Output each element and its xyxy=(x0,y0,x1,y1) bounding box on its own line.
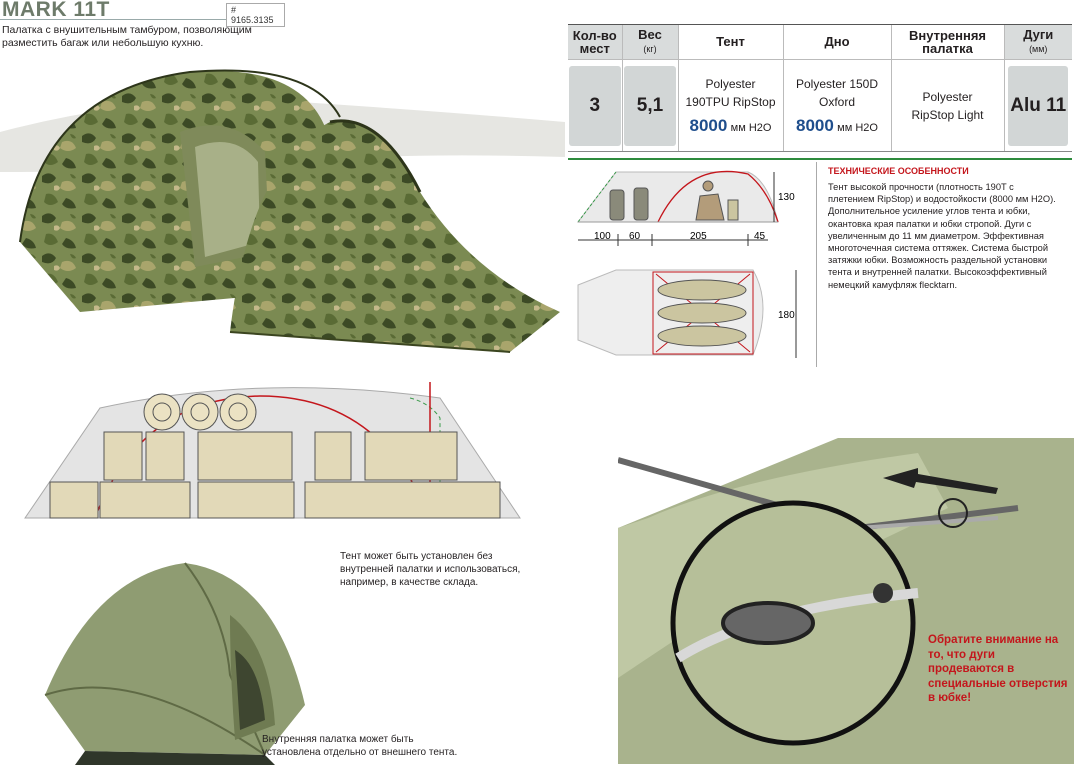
crates xyxy=(49,431,501,519)
cell-fly: Polyester 190TPU RipStop 8000 мм H2O xyxy=(678,59,784,152)
product-title: MARK 11T xyxy=(2,0,110,21)
storage-illustration xyxy=(24,382,521,519)
spec-table: Кол-во мест Вес(кг) Тент Дно Внутренняя … xyxy=(568,25,1072,152)
dim-inner: 205 xyxy=(690,231,707,242)
col-floor: Дно xyxy=(783,25,892,60)
dim-width: 180 xyxy=(778,310,795,321)
cell-poles: Alu 11 xyxy=(1004,59,1072,152)
dim-height: 130 xyxy=(778,192,795,203)
sleeping-bag-3 xyxy=(657,325,747,347)
warning-note: Обратите внимание на то, что дуги продев… xyxy=(928,634,1068,704)
inner-tent-image xyxy=(44,562,305,765)
col-weight: Вес(кг) xyxy=(622,25,679,60)
dim-gear: 60 xyxy=(629,231,641,242)
pole-detail-image xyxy=(618,438,1074,764)
dim-vestibule: 100 xyxy=(594,231,611,242)
cell-floor: Polyester 150D Oxford 8000 мм H2O xyxy=(783,59,892,152)
col-fly: Тент xyxy=(678,25,784,60)
person-icon xyxy=(702,180,714,192)
product-subtitle: Палатка с внушительным тамбуром, позволя… xyxy=(2,24,252,49)
col-poles: Дуги(мм) xyxy=(1004,25,1072,60)
sleeping-bag-1 xyxy=(657,279,747,301)
col-inner: Внутренняя палатка xyxy=(891,25,1005,60)
dimension-diagrams: 100 60 205 45 130 180 xyxy=(576,170,797,358)
cell-inner: Polyester RipStop Light xyxy=(891,59,1005,152)
dim-rear: 45 xyxy=(754,231,766,242)
cell-places: 3 xyxy=(568,59,623,152)
spec-bottom-rule xyxy=(568,151,1072,152)
sleeping-bag-roll xyxy=(727,199,739,221)
vertical-divider xyxy=(816,162,817,367)
sku-badge: # 9165.3135 xyxy=(226,3,285,27)
direction-arrow xyxy=(883,468,998,494)
col-places: Кол-во мест xyxy=(568,25,623,60)
side-view xyxy=(576,170,779,246)
backpack-icon xyxy=(609,189,625,221)
cell-weight: 5,1 xyxy=(622,59,679,152)
top-view xyxy=(577,269,797,358)
inner-caption: Внутренняя палатка может быть установлен… xyxy=(262,734,458,758)
eyelet-large xyxy=(721,601,815,645)
eyelet-small xyxy=(938,498,968,528)
features-text: Тент высокой прочности (плотность 190T с… xyxy=(828,182,1056,290)
green-rule xyxy=(568,158,1072,160)
storage-caption: Тент может быть установлен без внутренне… xyxy=(340,551,521,588)
title-bar: MARK 11T # 9165.3135 xyxy=(0,0,285,27)
backpack-icon-2 xyxy=(633,187,649,221)
features-heading: ТЕХНИЧЕСКИЕ ОСОБЕННОСТИ xyxy=(828,166,969,176)
hero-tent-image xyxy=(0,52,565,382)
sleeping-rolls xyxy=(143,393,257,431)
sleeping-bag-2 xyxy=(657,302,747,324)
